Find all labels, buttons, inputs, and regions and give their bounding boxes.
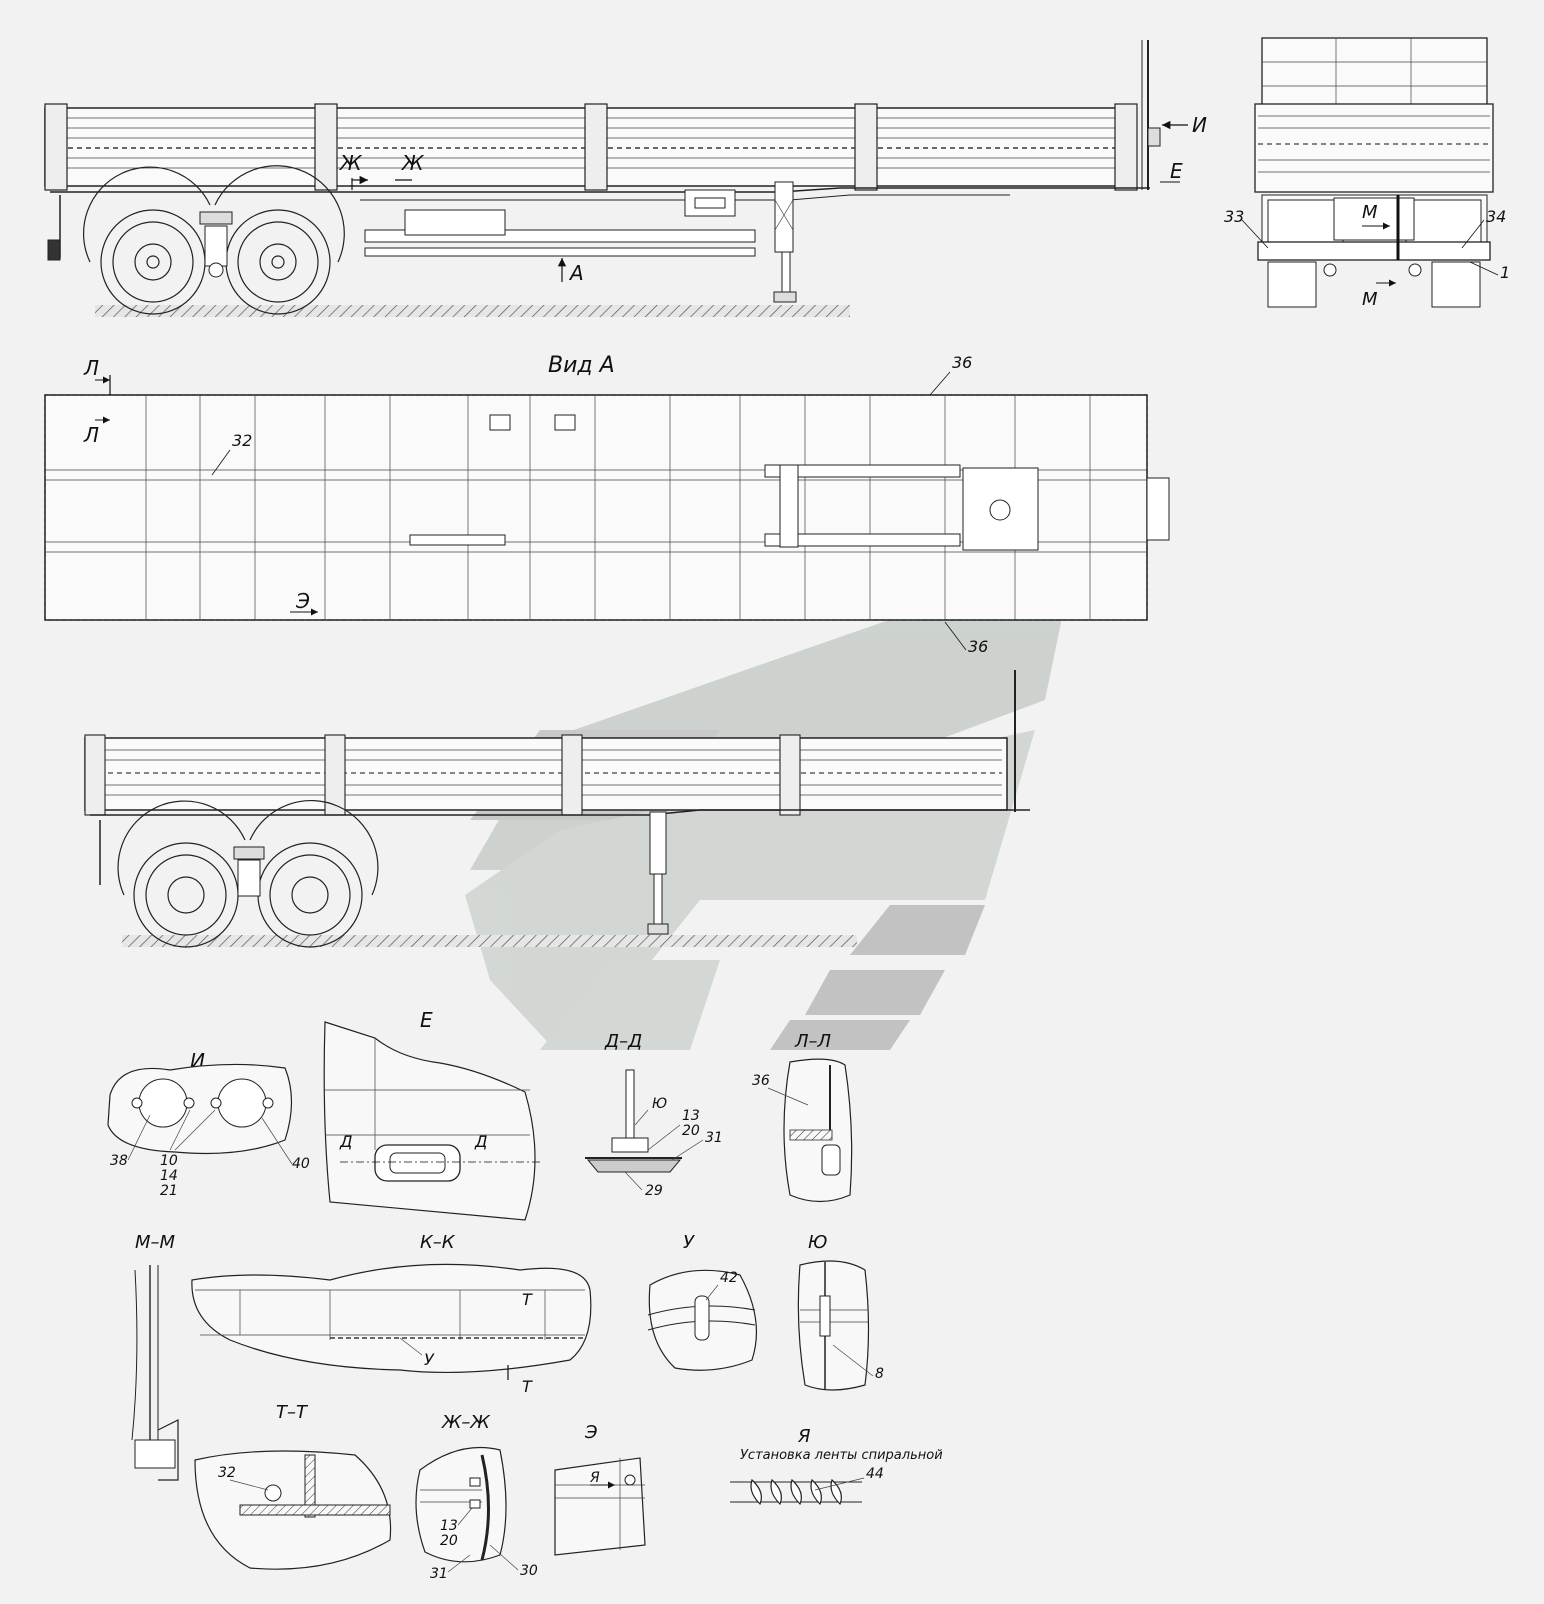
arrow-m1-label: М <box>1362 202 1378 223</box>
detail-dd-13: 13 <box>682 1108 700 1124</box>
detail-ll-36: 36 <box>752 1073 770 1089</box>
detail-tt: Т–Т 32 <box>194 1402 392 1570</box>
rear-label-33: 33 <box>1224 207 1244 226</box>
detail-zhzh: Ж–Ж 13 20 31 30 <box>415 1412 538 1582</box>
plan-label-36-bottom: 36 <box>968 637 988 656</box>
plan-label-32: 32 <box>232 431 252 450</box>
detail-e-d1: Д <box>339 1132 353 1151</box>
detail-e-d2: Д <box>474 1132 488 1151</box>
arrow-l1-label: Л <box>83 356 99 380</box>
detail-tt-32: 32 <box>218 1465 236 1481</box>
detail-zhzh-20: 20 <box>440 1533 458 1549</box>
detail-kk: К–К Т Т У <box>191 1232 592 1396</box>
arrow-l2-label: Л <box>83 423 99 447</box>
detail-yu-title: Ю <box>808 1232 827 1253</box>
detail-tt-title: Т–Т <box>276 1402 309 1423</box>
rear-view: 33 34 1 М М <box>1224 37 1510 310</box>
side-view-lower <box>84 670 1030 948</box>
arrow-zh1-label: Ж <box>338 151 363 175</box>
detail-e-title: Е <box>420 1008 433 1032</box>
detail-yu: Ю 8 <box>797 1232 884 1391</box>
arrow-i-label: И <box>1192 113 1207 137</box>
arrow-e2-label: Э <box>295 589 310 613</box>
detail-i-21: 21 <box>160 1183 178 1199</box>
rear-label-34: 34 <box>1486 207 1506 226</box>
detail-kk-title: К–К <box>420 1232 456 1253</box>
detail-ya: Я Установка ленты спиральной 44 <box>730 1426 943 1506</box>
rear-label-1: 1 <box>1500 263 1510 282</box>
arrow-zh2-label: Ж <box>400 151 425 175</box>
detail-ll-title: Л–Л <box>794 1031 832 1052</box>
detail-zhzh-31: 31 <box>430 1566 448 1582</box>
side-view-top: А И Е Ж Ж <box>44 40 1207 317</box>
plan-label-36-top: 36 <box>952 353 972 372</box>
detail-dd-yu: Ю <box>652 1096 667 1112</box>
detail-u-42: 42 <box>720 1270 738 1286</box>
detail-ll: Л–Л 36 <box>752 1031 853 1203</box>
detail-i-38: 38 <box>110 1153 128 1169</box>
detail-i-40: 40 <box>292 1156 310 1172</box>
detail-i: И 38 10 14 21 40 <box>107 1049 310 1199</box>
plan-view-a: Вид А <box>44 353 1170 656</box>
detail-mm: М–М <box>131 1232 179 1481</box>
detail-u-title: У <box>683 1232 695 1253</box>
arrow-m2-label: М <box>1362 289 1378 310</box>
detail-mm-title: М–М <box>135 1232 176 1253</box>
detail-ya-44: 44 <box>866 1466 884 1482</box>
view-a-title: Вид А <box>548 353 615 378</box>
detail-e: Е Д Д <box>323 1008 540 1221</box>
detail-kk-u: У <box>424 1350 435 1369</box>
detail-ee-ya: Я <box>589 1470 600 1486</box>
detail-dd-31: 31 <box>705 1130 723 1146</box>
arrow-a-label: А <box>568 261 584 285</box>
detail-kk-t2: Т <box>522 1377 533 1396</box>
detail-zhzh-title: Ж–Ж <box>441 1412 490 1433</box>
detail-dd-29: 29 <box>645 1183 663 1199</box>
detail-yu-8: 8 <box>875 1366 884 1382</box>
detail-dd-title: Д–Д <box>604 1031 642 1052</box>
detail-dd-20: 20 <box>682 1123 700 1139</box>
arrow-e-label: Е <box>1170 159 1183 183</box>
detail-dd: Д–Д Ю 13 20 31 29 <box>585 1031 723 1199</box>
detail-kk-t1: Т <box>522 1290 533 1309</box>
detail-u: У 42 <box>647 1232 757 1371</box>
detail-i-14: 14 <box>160 1168 178 1184</box>
detail-i-10: 10 <box>160 1153 178 1169</box>
detail-zhzh-13: 13 <box>440 1518 458 1534</box>
detail-ya-subtitle: Установка ленты спиральной <box>740 1448 943 1463</box>
detail-ee: Э Я <box>554 1422 646 1556</box>
detail-zhzh-30: 30 <box>520 1563 538 1579</box>
detail-ee-title: Э <box>584 1422 598 1443</box>
detail-ya-title: Я <box>797 1426 811 1447</box>
